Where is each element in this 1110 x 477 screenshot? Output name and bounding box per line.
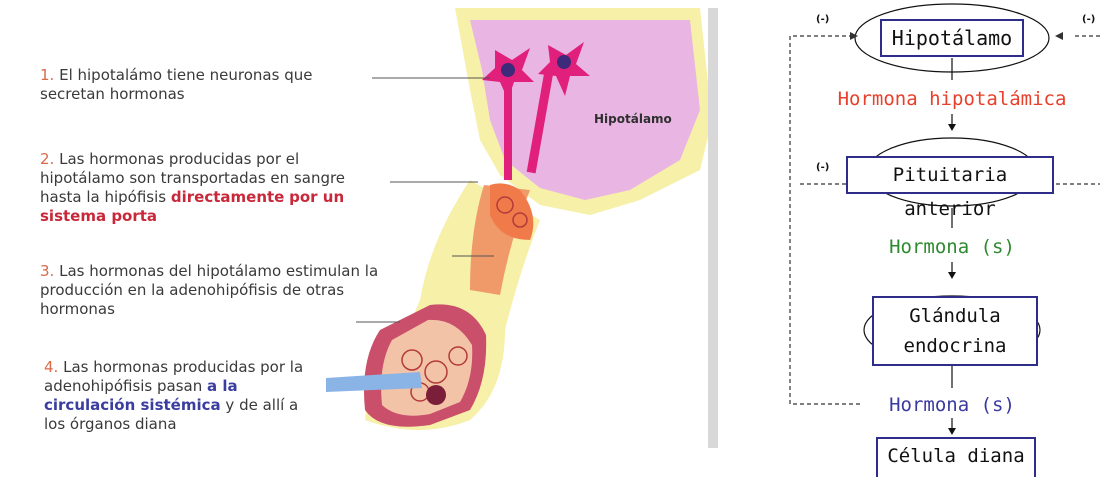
feedback-label-2: (-) [1082,14,1095,25]
hypothalamus-illustration-panel: Hipotálamo 1. El hipotalámo tiene neuron… [0,0,730,468]
feedback-label-1: (-) [816,14,829,25]
caption-1-number: 1. [40,66,54,84]
caption-3-number: 3. [40,262,54,280]
anterior-pituitary-node: Pituitaria anterior [846,156,1054,194]
hypothalamus-node-label: Hipotálamo [892,26,1012,50]
caption-2-number: 2. [40,150,54,168]
gland-hormone-label: Hormona (s) [802,394,1102,416]
hypothalamus-region-label: Hipotálamo [594,112,672,126]
caption-2: 2. Las hormonas producidas por el hipotá… [40,150,380,226]
page-edge [708,8,718,448]
endocrine-gland-node-label: Glándula endocrina [904,305,1007,357]
feedback-label-3: (-) [816,162,829,173]
pituitary-hormone-label: Hormona (s) [802,236,1102,258]
anterior-pituitary-node-label: Pituitaria anterior [893,164,1007,220]
gland-cell [426,385,446,405]
caption-1-text: El hipotalámo tiene neuronas que secreta… [40,66,312,103]
feedback-flowchart: (-) (-) (-) Hipotálamo Hormona hipotalám… [730,0,1110,468]
caption-3: 3. Las hormonas del hipotálamo estimulan… [40,262,380,319]
caption-2-highlight: directamente [171,188,284,206]
target-cell-node: Célula diana [876,437,1036,477]
hypothalamic-hormone-label: Hormona hipotalámica [800,88,1104,110]
endocrine-gland-node: Glándula endocrina [872,296,1038,366]
caption-4-number: 4. [44,358,58,376]
caption-1: 1. El hipotalámo tiene neuronas que secr… [40,66,380,104]
hypothalamus-node: Hipotálamo [880,19,1024,57]
caption-3-text: Las hormonas del hipotálamo estimulan la… [40,262,378,318]
caption-4: 4. Las hormonas producidas por la adenoh… [44,358,304,434]
caption-4-text: Las hormonas producidas por la adenohipó… [44,358,303,395]
target-cell-node-label: Célula diana [887,445,1024,467]
